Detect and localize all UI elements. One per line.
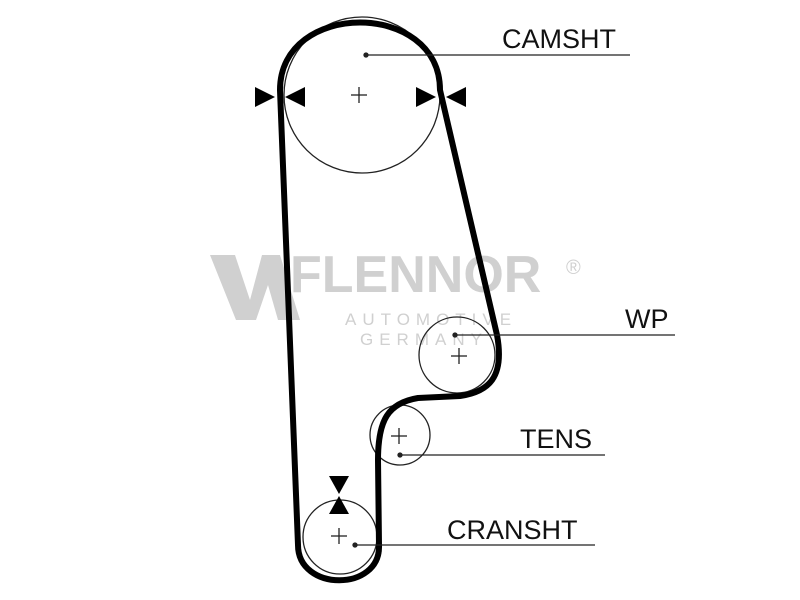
camshaft-leader xyxy=(363,52,630,58)
timing-marks xyxy=(255,87,466,514)
watermark-line-2: GERMANY xyxy=(360,330,488,349)
timing-belt xyxy=(277,19,502,584)
water-pump-centre-mark xyxy=(451,348,467,364)
water-pump-label: WP xyxy=(625,304,669,334)
crankshaft-leader xyxy=(352,542,595,548)
tensioner-centre-mark xyxy=(391,428,407,444)
centre-marks xyxy=(331,87,467,544)
camshaft-label: CAMSHT xyxy=(502,24,616,54)
watermark-logo-shape xyxy=(210,255,300,320)
tensioner-label: TENS xyxy=(520,424,592,454)
water-pump-leader xyxy=(452,332,675,338)
crankshaft-timing-mark xyxy=(329,476,349,514)
watermark-brand: FLENNOR xyxy=(290,246,541,304)
watermark-line-1: AUTOMOTIVE xyxy=(345,310,517,329)
camshaft-right-timing-mark xyxy=(416,87,466,107)
camshaft-left-timing-mark xyxy=(255,87,305,107)
crankshaft-label: CRANSHT xyxy=(447,515,578,545)
camshaft-centre-mark xyxy=(351,87,367,103)
crankshaft-centre-mark xyxy=(331,528,347,544)
leader-lines xyxy=(352,52,675,548)
water-pump-pulley xyxy=(418,316,496,394)
watermark: FLENNOR ® AUTOMOTIVE GERMANY xyxy=(210,246,581,349)
tensioner-leader xyxy=(397,452,605,458)
watermark-registered-mark: ® xyxy=(566,257,581,279)
